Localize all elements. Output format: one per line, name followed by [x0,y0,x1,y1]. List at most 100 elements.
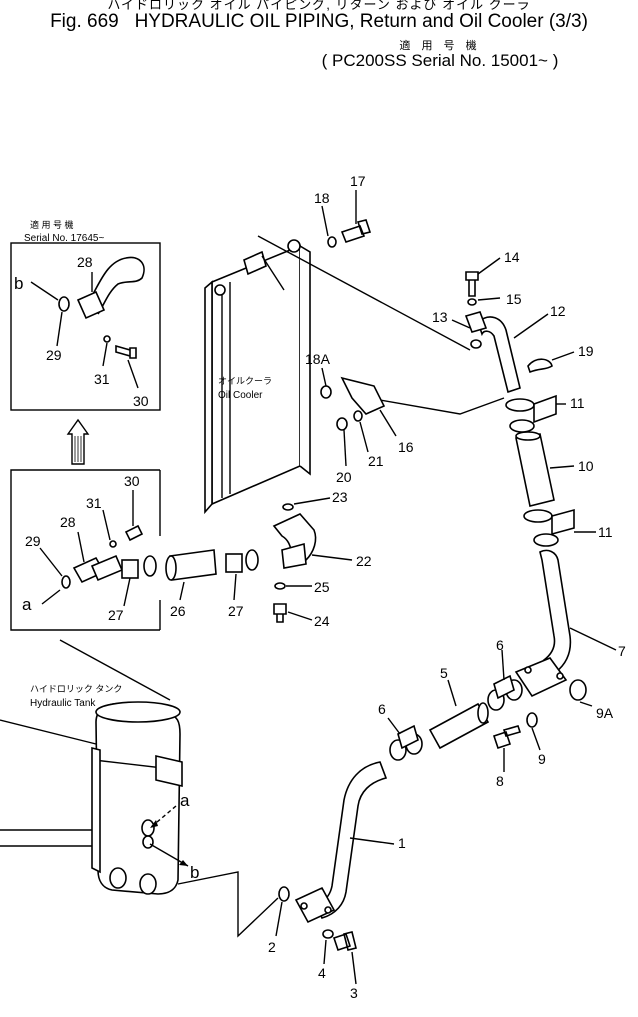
callout-31-inset: 31 [94,371,110,387]
callout-29-lower: 29 [25,533,41,549]
nut-20 [336,417,348,431]
pipe-12 [477,316,521,394]
callout-18: 18 [314,190,330,206]
o-ring-29 [58,296,70,312]
callout-30-lower: 30 [124,473,140,489]
callout-1: 1 [398,835,406,851]
inset-box-new-serial: 適 用 号 機 Serial No. 17645~ b 28 29 31 30 [10,219,161,411]
label-b-inset: b [14,274,23,293]
callout-9a: 9A [596,705,614,721]
hose-26 [169,549,217,581]
hose-end-27-left [143,555,157,577]
hose-clamp-27-left [121,559,139,579]
arrow-up-icon [66,418,90,465]
callout-17: 17 [350,173,366,189]
clamp-11-upper-b [509,419,535,433]
label-b-tank: b [190,863,199,882]
callout-19: 19 [578,343,594,359]
hose-5 [428,702,490,750]
oil-cooler-en: Oil Cooler [218,390,263,401]
callout-27-left: 27 [108,607,124,623]
washer-21 [353,410,363,422]
nut-9a [569,679,587,701]
inset-jp-serial: 適 用 号 機 [30,219,74,230]
washer-31 [103,335,111,343]
hyd-tank-jp: ハイドロリック タンク [30,684,122,694]
pipe-1 [314,761,388,919]
callout-11-upper: 11 [570,395,585,411]
callout-28-lower: 28 [60,514,76,530]
elbow-pipe-28 [85,256,145,315]
pipe-flange-28 [76,290,106,320]
hose-end-27-right [245,549,259,571]
tank-return-port-b [142,835,154,849]
hose-10 [515,433,555,507]
callout-16: 16 [398,439,414,455]
o-ring-13 [470,339,482,349]
bolt-30-lower [124,524,144,542]
label-a-lower: a [22,595,32,614]
label-a-tank: a [180,791,190,810]
callout-10: 10 [578,458,594,474]
callout-9: 9 [538,751,546,767]
bolt-8 [492,725,522,750]
clamp-11-upper-a [505,398,535,412]
callout-26: 26 [170,603,186,619]
applicable-serial-jp: 適 用 号 機 [399,40,481,52]
clip-19 [527,358,553,374]
o-ring-23 [282,503,294,511]
bolt-17 [340,219,372,243]
pipe-1-flange [294,886,336,924]
o-ring-2 [278,886,290,902]
oil-cooler: オイルクーラ Oil Cooler [204,239,311,515]
callout-20: 20 [336,469,352,485]
tank-return-port-a [141,819,155,837]
inset-box-original: a 29 28 31 30 27 [10,469,161,631]
applicable-serial: ( PC200SS Serial No. 15001~ ) [321,51,559,70]
callout-18a: 18A [305,351,331,367]
elbow-22-neck [281,542,307,569]
callout-4: 4 [318,965,326,981]
washer-9 [526,712,538,728]
bolt-24 [273,603,287,623]
bolt-30 [115,344,137,359]
callout-6-left: 6 [378,701,386,717]
callout-6-right: 6 [496,637,504,653]
washer-4 [322,929,334,939]
washer-15 [467,298,477,306]
washer-18 [327,236,337,248]
flange-13 [464,311,488,333]
callout-2: 2 [268,939,276,955]
callout-13: 13 [432,309,448,325]
callout-21: 21 [368,453,384,469]
washer-25 [274,582,286,590]
hydraulic-tank: ハイドロリック タンク Hydraulic Tank a b [0,639,199,895]
callout-31-lower: 31 [86,495,102,511]
bracket-16 [340,376,386,415]
clamp-11-lower-b [533,533,559,547]
callout-3: 3 [350,985,358,1001]
callout-15: 15 [506,291,522,307]
figure-title: Fig. 669 HYDRAULIC OIL PIPING, Return an… [0,11,638,33]
o-ring-29-lower [61,575,71,589]
inset-serial: Serial No. 17645~ [24,233,104,244]
serial-text: PC200SS Serial No. 15001~ [332,51,548,70]
callout-8: 8 [496,773,504,789]
callout-27-right: 27 [228,603,244,619]
callout-28-inset: 28 [77,254,93,270]
callout-12: 12 [550,303,566,319]
callout-30-inset: 30 [133,393,149,409]
callout-23: 23 [332,489,348,505]
figure-number: Fig. 669 [50,11,119,32]
figure-fraction: (3/3) [548,11,588,32]
bolt-14 [465,271,479,297]
nut-18a [320,385,332,399]
oil-cooler-jp: オイルクーラ [218,376,272,386]
figure-title-text: HYDRAULIC OIL PIPING, Return and Oil Coo… [134,11,544,32]
callout-5: 5 [440,665,448,681]
bolt-3 [332,931,357,952]
pipe-7 [539,549,572,674]
callout-7: 7 [618,643,626,659]
hose-clamp-27-right [225,553,243,573]
